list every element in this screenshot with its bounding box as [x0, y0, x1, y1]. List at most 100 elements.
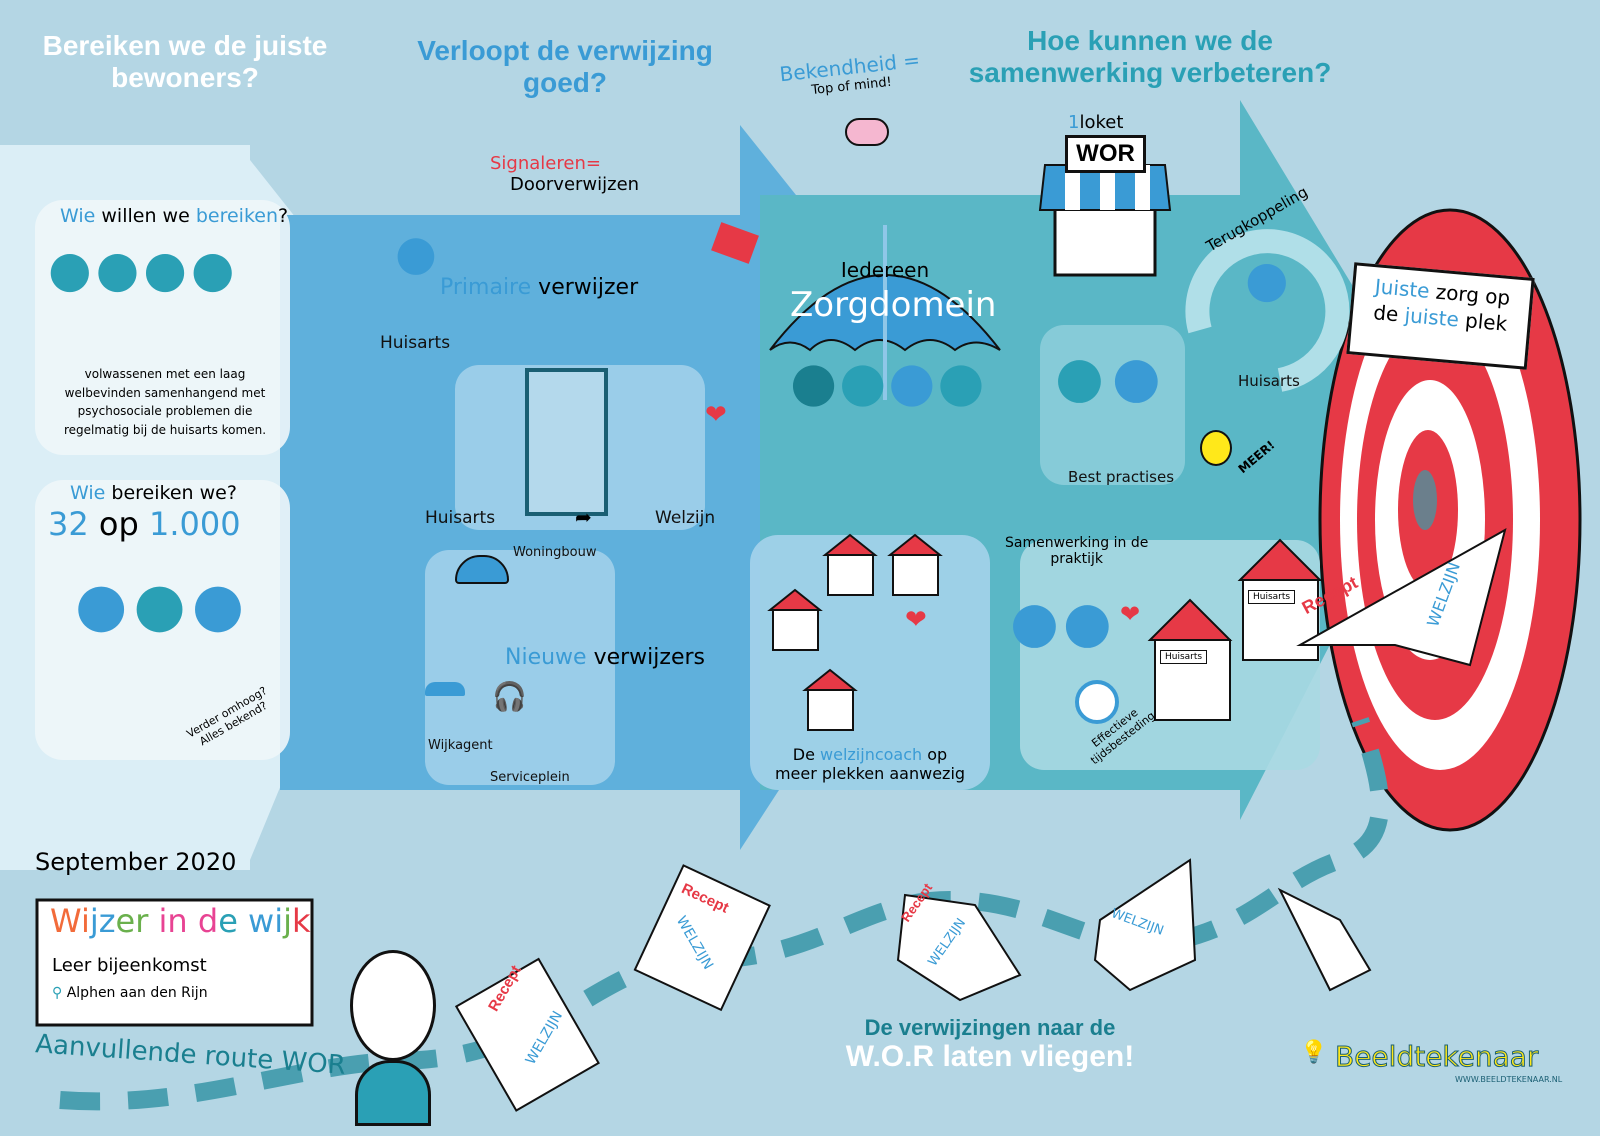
heart-icon: ❤: [705, 400, 727, 430]
panel-who-reached: [35, 480, 290, 760]
person-heart-icon: ●: [48, 240, 92, 298]
happy-person-head: [350, 950, 436, 1061]
brand-lightbulb-icon: 💡: [1300, 1040, 1328, 1065]
paper-plane-fold-2: [1093, 858, 1197, 992]
target-sign: Juiste zorg op de juiste plek: [1346, 262, 1535, 370]
event-title-letter: i: [80, 902, 90, 940]
slogan-line2: W.O.R laten vliegen!: [800, 1040, 1180, 1075]
curved-arrow-icon: ➦: [575, 505, 592, 529]
loket-label: 1loket: [1068, 112, 1123, 133]
group-under-umbrella: ● ● ● ●: [790, 350, 985, 413]
event-title-letter: e: [218, 902, 238, 940]
panel-best-practises: [1040, 325, 1185, 485]
stat-op: op: [98, 505, 139, 543]
umbrella-label-big: Zorgdomein: [790, 285, 997, 325]
feedback-huisarts-label: Huisarts: [1238, 372, 1300, 390]
slogan-rest: laten vliegen: [942, 1040, 1125, 1073]
event-location: ⚲ Alphen aan den Rijn: [52, 985, 208, 1001]
paper-plane-target: [1296, 527, 1507, 667]
paper-plane-fold-1: [896, 893, 1022, 1002]
practice-line: praktijk: [1050, 551, 1104, 567]
title-word: ?: [278, 205, 289, 227]
title-word: bereiken we?: [111, 482, 237, 504]
event-title-letter: w: [248, 902, 275, 940]
sign-word: juiste: [1403, 302, 1460, 332]
slogan-wor: W.O.R: [845, 1040, 935, 1073]
person-icon: ●: [75, 570, 128, 640]
person-icon: ●: [937, 350, 985, 413]
person-icon: ●: [888, 350, 936, 413]
slogan-exclamation: !: [1124, 1040, 1135, 1073]
title-word: bereiken: [195, 205, 278, 227]
sign-word: Juiste: [1373, 274, 1431, 303]
loket-number: 1: [1068, 112, 1080, 133]
heading-line: Hoe kunnen we de: [1027, 25, 1273, 56]
revolving-door-icon: [525, 368, 608, 516]
heart-icon: ❤: [905, 605, 927, 635]
event-box: [35, 898, 314, 1027]
title-word: Wie: [60, 205, 96, 227]
reached-figures: ● ● ●: [75, 570, 244, 640]
house-sign-huisarts: Huisarts: [1248, 590, 1296, 604]
practice-label: Samenwerking in de praktijk: [1005, 535, 1148, 567]
event-title-letter: z: [98, 902, 116, 940]
person-heart-icon: ●: [190, 240, 235, 298]
coach-word: op: [927, 745, 948, 764]
arrow-word: Primaire: [440, 275, 532, 300]
practice-line: Samenwerking in de: [1005, 535, 1149, 551]
event-subtitle: Leer bijeenkomst: [52, 955, 207, 976]
loket-word: loket: [1079, 112, 1124, 133]
event-title-letter: [148, 902, 158, 940]
clock-icon: [1075, 680, 1119, 724]
recept-paper-1: [454, 957, 600, 1112]
sign-word: de: [1372, 300, 1400, 327]
event-title-letter: [238, 902, 248, 940]
target-group-description: volwassenen met een laag welbevinden sam…: [63, 367, 267, 437]
who-reach-title: Wie willen we bereiken?: [60, 205, 288, 227]
event-title-letter: W: [50, 902, 81, 940]
person-icon: ●: [1062, 590, 1112, 655]
event-title-letter: e: [115, 902, 136, 940]
event-title-letter: r: [135, 902, 149, 940]
event-title-letter: j: [89, 902, 99, 940]
door-huisarts-label: Huisarts: [425, 508, 496, 528]
location-text: Alphen aan den Rijn: [66, 985, 208, 1001]
heading-line: goed?: [523, 67, 607, 99]
new-referrers-arrow-label: Nieuwe verwijzers: [505, 645, 705, 670]
signal-label: Signaleren= Doorverwijzen: [490, 153, 639, 195]
reach-statistic: 32 op 1.000: [48, 505, 241, 543]
slogan-line1: De verwijzingen naar de: [864, 1015, 1116, 1040]
person-icon: ●: [839, 350, 887, 413]
huisarts-label: Huisarts: [380, 333, 451, 353]
brand-url: WWW.BEELDTEKENAAR.NL: [1455, 1075, 1563, 1084]
person-icon: ●: [191, 570, 245, 640]
arrow-word: verwijzers: [593, 645, 705, 670]
houses-coach: [767, 533, 943, 731]
heading-section-2: Verloopt de verwijzing goed?: [390, 35, 740, 99]
door-welzijn-label: Welzijn: [655, 508, 716, 528]
event-title-letter: i: [274, 902, 284, 940]
who-reached-title: Wie bereiken we?: [70, 482, 237, 504]
event-title: Wijzer in de wijk: [50, 902, 311, 940]
headset-icon: 🎧: [492, 680, 527, 713]
huisarts-figure-icon: ●: [395, 225, 437, 281]
coach-word: De: [792, 745, 815, 764]
event-date: September 2020: [35, 848, 237, 876]
event-title-letter: [188, 902, 198, 940]
signal-subtitle: Doorverwijzen: [510, 174, 640, 195]
serviceplein-label: Serviceplein: [490, 770, 570, 785]
person-icon: ●: [1111, 345, 1161, 410]
wijkagent-label: Wijkagent: [428, 738, 493, 753]
person-heart-icon: ●: [95, 240, 140, 298]
coach-line: meer plekken aanwezig: [774, 764, 966, 783]
heading-section-3: Hoe kunnen we de samenwerking verbeteren…: [930, 25, 1370, 89]
event-title-letter: j: [283, 902, 292, 940]
person-heart-icon: ●: [143, 240, 187, 298]
high-five-figures: ● ●: [1055, 345, 1161, 410]
person-heart-icon: ●: [133, 570, 186, 640]
happy-person-body: [355, 1060, 431, 1126]
panel-new-referrers: [425, 550, 615, 785]
recept-paper-2: [633, 864, 771, 1012]
brand-logo: Beeldtekenaar: [1334, 1040, 1539, 1074]
